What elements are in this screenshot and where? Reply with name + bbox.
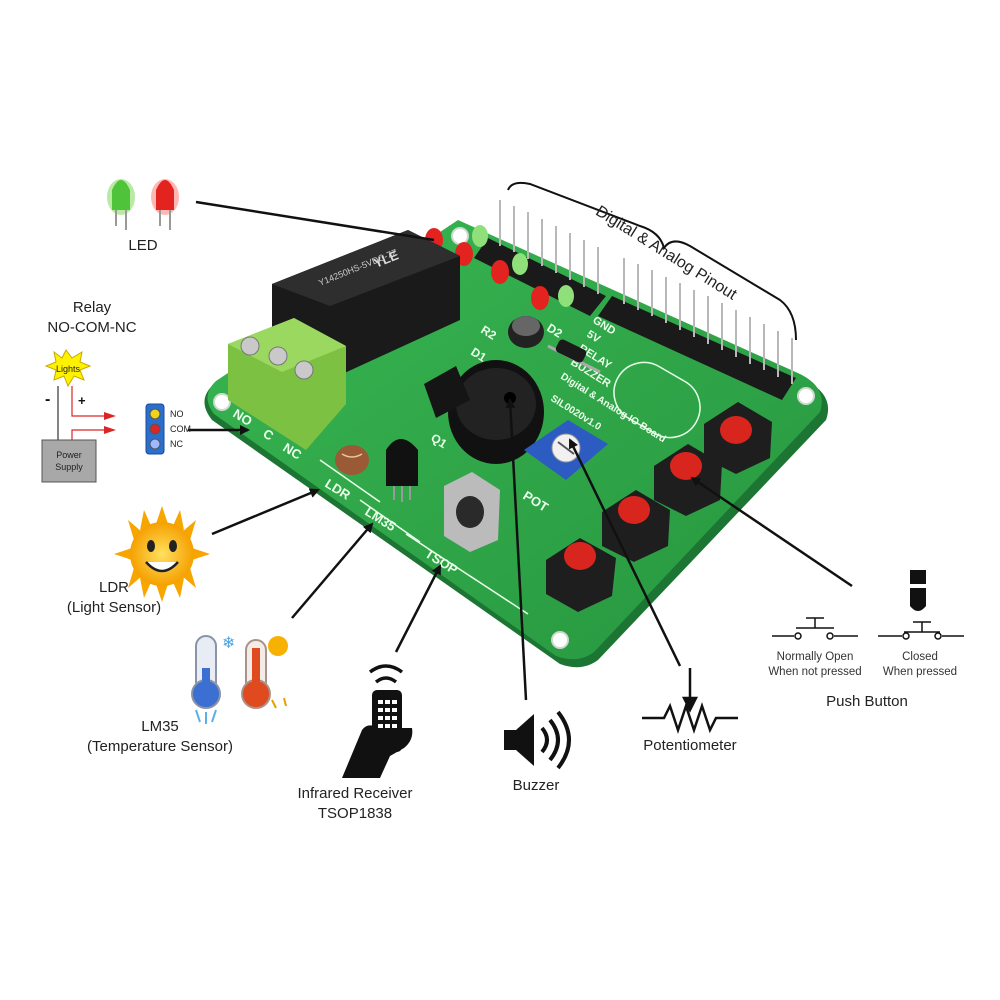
hot-thermometer-icon	[241, 636, 288, 709]
power-supply-box	[41, 439, 97, 483]
ldr-arrow	[211, 488, 320, 536]
closed-label: Closed	[902, 651, 938, 663]
potentiometer-label: Potentiometer	[643, 737, 737, 754]
lm35-component	[386, 439, 418, 502]
relay-wiring-diagram: Lights - + Power Supply NO COM NC	[41, 349, 191, 483]
diode-component	[547, 339, 601, 374]
when-pressed-label: When pressed	[882, 666, 958, 678]
relay-com-text: COM	[170, 424, 191, 434]
lights-text: Lights	[56, 364, 81, 374]
relay-no-text: NO	[170, 409, 184, 419]
capacitor-component	[508, 316, 544, 348]
push-button-arrow	[690, 476, 853, 588]
plus-sign: +	[78, 393, 86, 408]
not-pressed-label: When not pressed	[768, 666, 862, 678]
ldr-component	[335, 445, 369, 475]
led-label: LED	[128, 237, 158, 254]
normally-open-label: Normally Open	[776, 651, 854, 663]
potentiometer-arrow	[568, 438, 682, 667]
ldr-subtitle: (Light Sensor)	[66, 599, 162, 616]
finger-press-icon	[910, 570, 926, 611]
ir-arrow	[394, 564, 442, 653]
lm35-subtitle: (Temperature Sensor)	[87, 738, 233, 755]
lm35-arrow	[291, 522, 374, 619]
red-led-icon	[151, 179, 179, 230]
screw-terminal	[228, 318, 346, 450]
ir-receiver-component	[444, 472, 500, 552]
ldr-title: LDR	[98, 579, 129, 596]
pin-header-lower	[598, 258, 796, 400]
speaker-icon	[504, 710, 571, 770]
svg-text:❄: ❄	[222, 633, 235, 652]
ir-title: Infrared Receiver	[297, 785, 413, 802]
lights-burst-icon	[44, 349, 92, 388]
switch-closed-symbol	[878, 621, 964, 640]
ir-subtitle: TSOP1838	[317, 805, 393, 822]
transistor-q1	[424, 366, 470, 418]
pinout-brace	[507, 181, 797, 341]
leader-lines	[188, 200, 853, 701]
switch-open-symbol	[772, 617, 858, 640]
relay-nc-text: NC	[170, 439, 183, 449]
lm35-title: LM35	[141, 718, 179, 735]
buzzer-component	[448, 360, 544, 464]
push-button-label: Push Button	[826, 693, 908, 710]
buzzer-label: Buzzer	[512, 777, 560, 794]
minus-sign: -	[45, 391, 50, 408]
relay-title: Relay	[72, 299, 112, 316]
sun-icon	[114, 506, 210, 602]
green-led-icon	[107, 179, 135, 230]
buzzer-arrow	[505, 398, 528, 701]
relay-subtitle: NO-COM-NC	[47, 319, 137, 336]
cold-thermometer-icon: ❄	[191, 633, 235, 724]
remote-control-icon	[342, 664, 413, 778]
power-text-2: Supply	[55, 462, 83, 472]
potentiometer-symbol-icon	[642, 668, 738, 734]
power-text-1: Power	[56, 450, 82, 460]
led-arrow	[195, 200, 435, 242]
push-buttons	[546, 402, 772, 612]
